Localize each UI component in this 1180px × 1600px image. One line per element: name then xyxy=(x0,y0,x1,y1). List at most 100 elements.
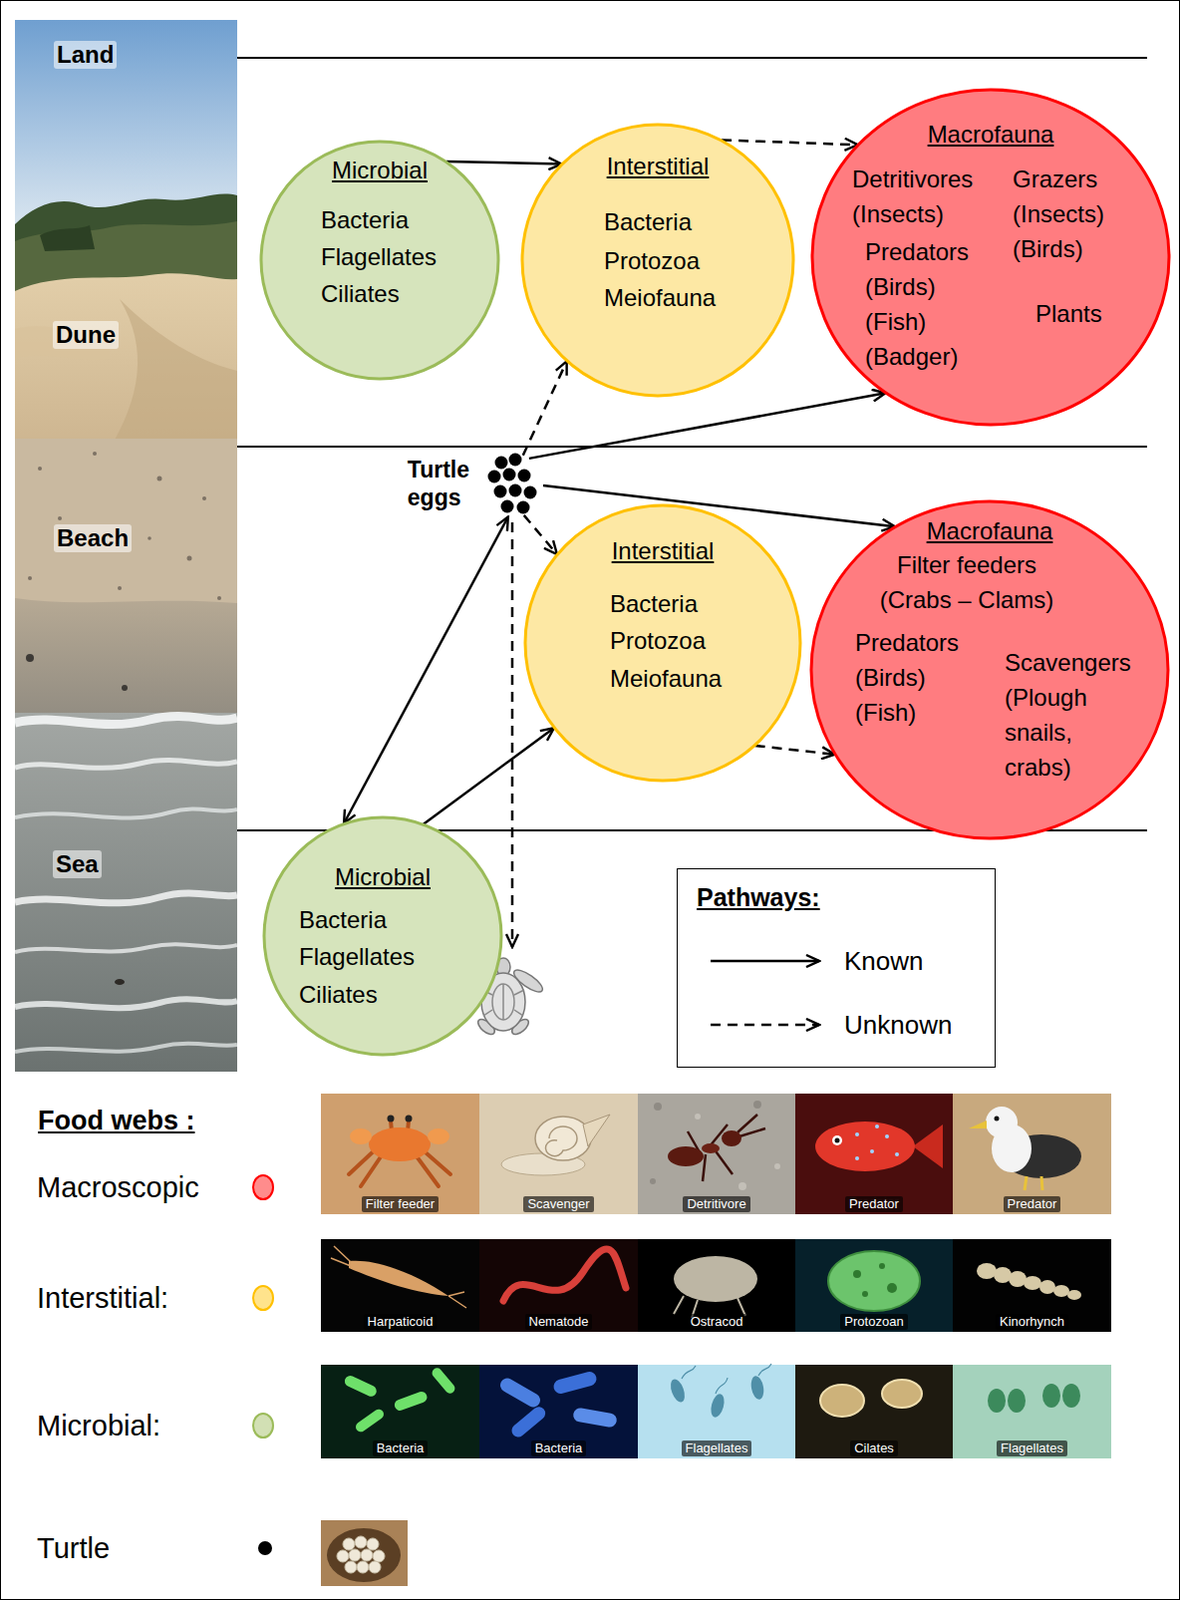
organism-photo xyxy=(912,1124,943,1169)
feeding-group: Predators (Birds) (Fish) (Badger) xyxy=(865,234,969,374)
habitat-outline xyxy=(262,815,504,1057)
turtle-icon xyxy=(509,1016,532,1038)
turtle-egg xyxy=(517,501,531,515)
beach-photo xyxy=(57,516,62,521)
organism-photo xyxy=(348,1260,449,1296)
organism-photo xyxy=(368,1127,431,1162)
organism-name: Flagellates xyxy=(320,242,437,273)
organism-photo xyxy=(795,1238,953,1332)
legend-box xyxy=(710,959,820,963)
legend-label: Unknown xyxy=(844,1009,952,1040)
nest-photo xyxy=(354,1535,367,1548)
legend-title: Pathways: xyxy=(696,882,821,912)
organism-photo xyxy=(545,1126,578,1157)
organism-photo xyxy=(749,1374,766,1401)
legend-swatch xyxy=(253,1285,274,1310)
organism-photo xyxy=(1067,1289,1082,1300)
organism-name: Protozoa xyxy=(603,246,700,277)
legend-box xyxy=(710,1023,820,1027)
organism-photo xyxy=(387,1115,395,1123)
organism-photo xyxy=(1007,1388,1026,1413)
zone-label: Land xyxy=(53,40,117,69)
organism-photo xyxy=(1062,1383,1081,1408)
organism-photo xyxy=(637,1238,796,1332)
feeding-group: Detritivores (Insects) xyxy=(852,161,973,232)
beach-photo xyxy=(14,998,238,1008)
legend-swatch xyxy=(248,1410,279,1441)
egg-cluster: Turtle eggs xyxy=(483,453,544,518)
beach-photo xyxy=(117,586,122,590)
organism-photo xyxy=(392,1389,429,1412)
photo-caption: Predator xyxy=(845,1195,903,1212)
organism-photo xyxy=(993,1266,1012,1283)
organism-photo xyxy=(886,1282,897,1293)
food-pathway xyxy=(523,360,568,455)
beach-photo xyxy=(14,809,238,819)
organism-photo xyxy=(681,1363,772,1394)
nest-photo xyxy=(326,1527,401,1582)
nest-photo xyxy=(372,1549,385,1562)
organism-photo xyxy=(1023,1275,1042,1290)
legend-box xyxy=(677,869,996,1068)
turtle-egg xyxy=(494,485,508,499)
organism-photo xyxy=(832,1135,843,1146)
organism-photo xyxy=(952,1364,1112,1459)
organism-photo xyxy=(653,1102,662,1111)
beach-photo xyxy=(14,19,238,235)
organism-photo xyxy=(418,1146,451,1175)
organism-photo xyxy=(552,1370,598,1396)
organism-photo xyxy=(1053,1284,1070,1297)
food-pathway xyxy=(755,745,836,755)
organism-photo xyxy=(687,1124,733,1181)
organism-photo xyxy=(870,1149,875,1154)
macrofauna-circle: MacrofaunaDetritivores (Insects)Grazers … xyxy=(810,87,1172,427)
organism-photo xyxy=(320,1093,1112,1214)
organism-photo xyxy=(1039,1279,1056,1294)
organism-photo xyxy=(985,1106,1018,1139)
hatchling-path xyxy=(511,522,515,947)
organism-photo xyxy=(348,1120,451,1186)
microbial-circle: MicrobialBacteriaFlagellatesCiliates xyxy=(259,139,501,381)
legend-label: Interstitial: xyxy=(36,1280,169,1315)
turtle-egg xyxy=(509,484,523,498)
organism-photo xyxy=(1041,1176,1043,1190)
organism-photo xyxy=(894,1152,899,1157)
turtle-egg xyxy=(495,456,509,470)
circle-heading: Microbial xyxy=(334,863,431,891)
legend-label: Microbial: xyxy=(36,1408,161,1443)
organism-photo xyxy=(976,1262,997,1279)
organism-photo xyxy=(738,1181,747,1190)
zone-label: Sea xyxy=(52,850,102,879)
turtle-egg xyxy=(501,500,515,514)
photo-caption: Cilates xyxy=(850,1440,898,1457)
organism-photo xyxy=(320,1364,480,1459)
organism-photo xyxy=(637,1093,796,1214)
beach-photo xyxy=(202,496,207,501)
legend-title: Food webs : xyxy=(37,1104,196,1137)
organism-photo xyxy=(820,1384,865,1417)
beach-photo xyxy=(109,298,238,449)
organism-photo xyxy=(828,1250,920,1311)
legend-label: Macroscopic xyxy=(36,1170,200,1204)
turtle-icon xyxy=(492,983,515,1020)
nest-photo xyxy=(368,1560,381,1573)
organism-name: Protozoa xyxy=(609,625,706,656)
organism-photo xyxy=(572,1406,618,1428)
zone-divider xyxy=(237,445,1148,448)
feeding-group: Filter feeders (Crabs – Clams) xyxy=(867,547,1067,617)
organism-photo xyxy=(701,1143,720,1154)
food-pathway xyxy=(524,515,558,555)
organism-photo xyxy=(879,1262,885,1269)
organism-photo xyxy=(479,1364,638,1459)
organism-photo xyxy=(497,1375,543,1410)
organism-photo xyxy=(855,1132,860,1137)
organism-photo xyxy=(968,1120,987,1129)
beach-photo xyxy=(157,476,163,482)
organism-photo xyxy=(976,1262,1082,1300)
organism-photo xyxy=(320,1238,1112,1332)
nest-photo xyxy=(356,1560,369,1573)
organism-photo xyxy=(509,1404,549,1441)
organism-photo xyxy=(390,1120,392,1132)
organism-photo xyxy=(987,1388,1006,1413)
beach-photo xyxy=(14,1043,238,1052)
